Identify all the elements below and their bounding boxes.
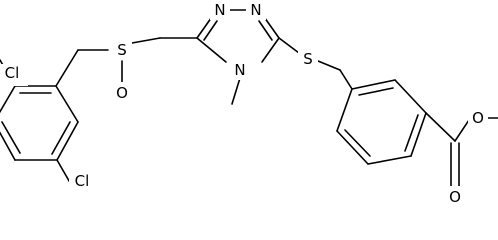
label-bg-cl-bottom [69,170,97,192]
ring2-bond-5-inner [344,129,371,157]
ring1-bond-5 [0,85,16,114]
ring2-bond-4 [367,155,412,165]
ring2-bond-5 [336,130,369,165]
ring2-bond-3-inner [404,114,419,152]
ring1-bond-2-inner [51,121,71,155]
sulfinyl-oxygen-label: O [116,84,128,102]
triazole-bond-c5-n1-inner [203,20,218,41]
chlorine-label-bottom: Cl [75,172,90,190]
ring1-bond-1 [55,85,79,123]
triazole-bond-c3-n4 [261,37,280,63]
label-bg-cl-top [0,64,28,86]
chlorine-label-top: Cl [5,64,20,82]
ester-oxygen-single-label: O [472,109,484,127]
label-bg-o-ester-double [445,186,465,208]
thioether-sulfur-label: S [303,50,313,68]
molecule-structure: Cl Cl S O N N N S O O [0,0,498,208]
ring1-bond-4 [0,131,16,161]
sulfinyl-sulfur-label: S [117,41,127,59]
ring2-bond-1 [351,79,396,90]
label-bg-o-ester-single [468,107,488,129]
ring2-bond-2 [394,79,427,114]
bond-ring-ch2 [55,49,79,87]
triazole-bond-n2-c3-inner [258,20,273,41]
ring1-bond-4-inner [1,121,21,154]
ring1-bond-2 [56,121,79,161]
atom-labels: Cl Cl S O N N N S O O [0,0,488,208]
label-bg-n1 [210,0,230,20]
bonds [0,9,498,187]
label-bg-n4 [230,60,250,80]
triazole-n4-label: N [234,61,245,79]
triazole-n1-label: N [214,1,225,19]
bond-ring2-carbonyl [425,112,456,142]
ring2-bond-3 [410,112,427,157]
ring2-bond-1-inner [358,87,394,96]
ester-oxygen-double-label: O [449,188,461,206]
label-bg-n2 [246,0,266,20]
triazole-bond-n4-c5 [196,37,227,63]
ring2-bond-6 [336,88,353,132]
bond-ch2-ring2 [339,69,353,90]
bond-c3-s [278,37,300,54]
label-bg-s-sulfinyl [112,38,132,60]
label-bg-o-sulfinyl [112,82,132,104]
bond-s-ch2-benzyl [317,60,341,71]
label-bg-s-thio [298,48,318,70]
bond-s-ch2 [131,37,161,44]
bond-n-methyl [231,77,241,105]
triazole-n2-label: N [250,1,261,19]
